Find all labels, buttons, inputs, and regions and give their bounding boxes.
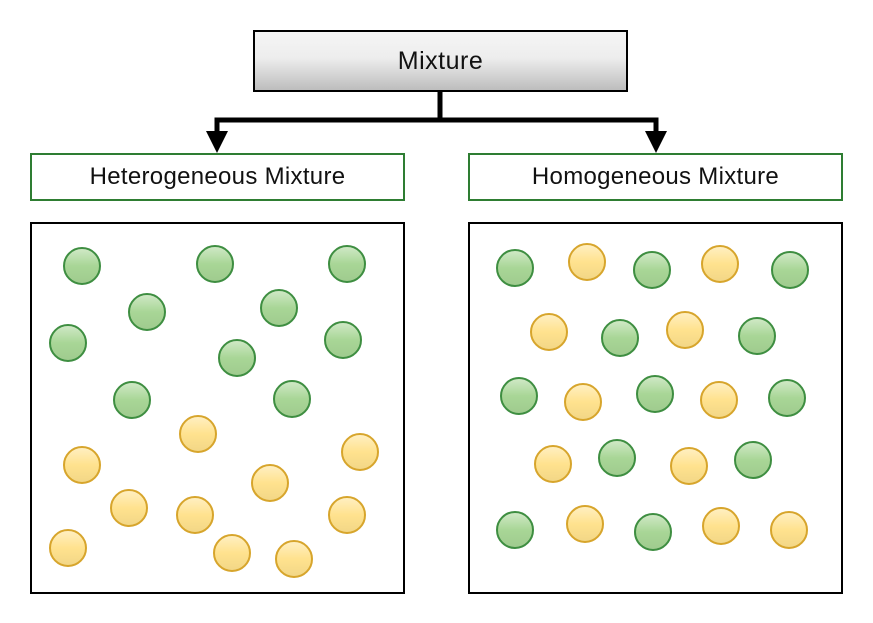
green-particle: [128, 293, 166, 331]
yellow-particle: [702, 507, 740, 545]
green-particle: [636, 375, 674, 413]
green-particle: [738, 317, 776, 355]
green-particle: [496, 249, 534, 287]
homogeneous-panel: [468, 222, 843, 594]
yellow-particle: [328, 496, 366, 534]
yellow-particle: [700, 381, 738, 419]
yellow-particle: [534, 445, 572, 483]
yellow-particle: [110, 489, 148, 527]
yellow-particle: [530, 313, 568, 351]
green-particle: [598, 439, 636, 477]
green-particle: [63, 247, 101, 285]
green-particle: [601, 319, 639, 357]
yellow-particle: [63, 446, 101, 484]
green-particle: [633, 251, 671, 289]
green-particle: [324, 321, 362, 359]
yellow-particle: [566, 505, 604, 543]
yellow-particle: [251, 464, 289, 502]
yellow-particle: [701, 245, 739, 283]
green-particle: [771, 251, 809, 289]
green-particle: [734, 441, 772, 479]
yellow-particle: [341, 433, 379, 471]
yellow-particle: [666, 311, 704, 349]
yellow-particle: [564, 383, 602, 421]
homogeneous-label: Homogeneous Mixture: [468, 153, 843, 201]
heterogeneous-label: Heterogeneous Mixture: [30, 153, 405, 201]
green-particle: [500, 377, 538, 415]
yellow-particle: [275, 540, 313, 578]
yellow-particle: [568, 243, 606, 281]
left-arrowhead-icon: [206, 131, 228, 153]
yellow-particle: [179, 415, 217, 453]
green-particle: [496, 511, 534, 549]
green-particle: [260, 289, 298, 327]
yellow-particle: [49, 529, 87, 567]
green-particle: [196, 245, 234, 283]
heterogeneous-panel: [30, 222, 405, 594]
green-particle: [768, 379, 806, 417]
green-particle: [113, 381, 151, 419]
green-particle: [49, 324, 87, 362]
right-arrowhead-icon: [645, 131, 667, 153]
green-particle: [634, 513, 672, 551]
yellow-particle: [670, 447, 708, 485]
green-particle: [273, 380, 311, 418]
connector-branches: [214, 117, 659, 137]
yellow-particle: [770, 511, 808, 549]
mixture-node: Mixture: [253, 30, 628, 92]
yellow-particle: [176, 496, 214, 534]
yellow-particle: [213, 534, 251, 572]
green-particle: [218, 339, 256, 377]
green-particle: [328, 245, 366, 283]
